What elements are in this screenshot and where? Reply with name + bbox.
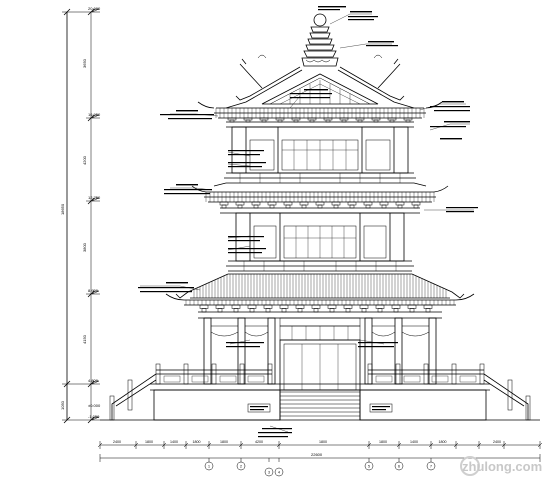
- elevation-scale: 20.600 16.950 12.750 8.950 4.800 ±0.000 …: [60, 6, 101, 424]
- axis-label: 2: [240, 465, 242, 469]
- segment-dimension: 4150: [82, 334, 87, 344]
- elevation-label: 16.950: [88, 112, 101, 117]
- watermark-text: zhulong.com: [462, 459, 542, 474]
- middle-eave: [191, 182, 449, 214]
- elevation-label: ±0.000: [88, 403, 101, 408]
- axis-marker: [394, 461, 404, 471]
- segment-dimension: 1050: [60, 400, 65, 410]
- segment-dimension: 4200: [82, 155, 87, 165]
- elevation-label: 20.600: [88, 6, 101, 11]
- axis-label: 5: [368, 465, 370, 469]
- overall-width-dimension: 22600: [311, 452, 323, 457]
- dimension-value: 1800: [379, 440, 387, 444]
- axis-marker: [426, 461, 436, 471]
- axis-marker: [274, 467, 284, 477]
- elevation-label: 8.950: [88, 288, 99, 293]
- annotation-text: [138, 6, 478, 438]
- dimension-value: 2400: [113, 440, 121, 444]
- elevation-label: -1.050: [88, 414, 100, 419]
- dimension-value: 1800: [439, 440, 447, 444]
- dimension-value: 2400: [493, 440, 501, 444]
- dimension-value: 1400: [410, 440, 418, 444]
- dimension-value: 1400: [170, 440, 178, 444]
- dimension-value: 1800: [220, 440, 228, 444]
- segment-dimension: 3800: [82, 242, 87, 252]
- ground-storey: [203, 317, 437, 391]
- dimension-value: 4200: [255, 440, 263, 444]
- platform-base: [100, 363, 540, 421]
- axis-label: 3: [268, 471, 270, 475]
- dimension-value: 1800: [319, 440, 327, 444]
- watermark: zhulong.com: [460, 456, 542, 476]
- axis-label: 4: [278, 471, 280, 475]
- axis-marker: [364, 461, 374, 471]
- axis-label: 1: [208, 465, 210, 469]
- lower-roof: [165, 273, 475, 319]
- axis-label: 7: [430, 465, 432, 469]
- grid-axes: 1 2 3 4 5 6 7: [204, 458, 436, 477]
- axis-marker: [204, 461, 214, 471]
- axis-marker: [236, 461, 246, 471]
- segment-dimension: 3650: [82, 58, 87, 68]
- upper-storey: [224, 126, 416, 184]
- elevation-label: 12.750: [88, 195, 101, 200]
- elevation-label: 4.800: [88, 378, 99, 383]
- dimension-value: 1800: [145, 440, 153, 444]
- axis-label: 6: [398, 465, 400, 469]
- overall-height-dimension: 18650: [60, 203, 65, 215]
- axis-marker: [264, 467, 274, 477]
- finial: [301, 13, 339, 67]
- second-storey: [226, 212, 414, 272]
- dimension-value: 1800: [193, 440, 201, 444]
